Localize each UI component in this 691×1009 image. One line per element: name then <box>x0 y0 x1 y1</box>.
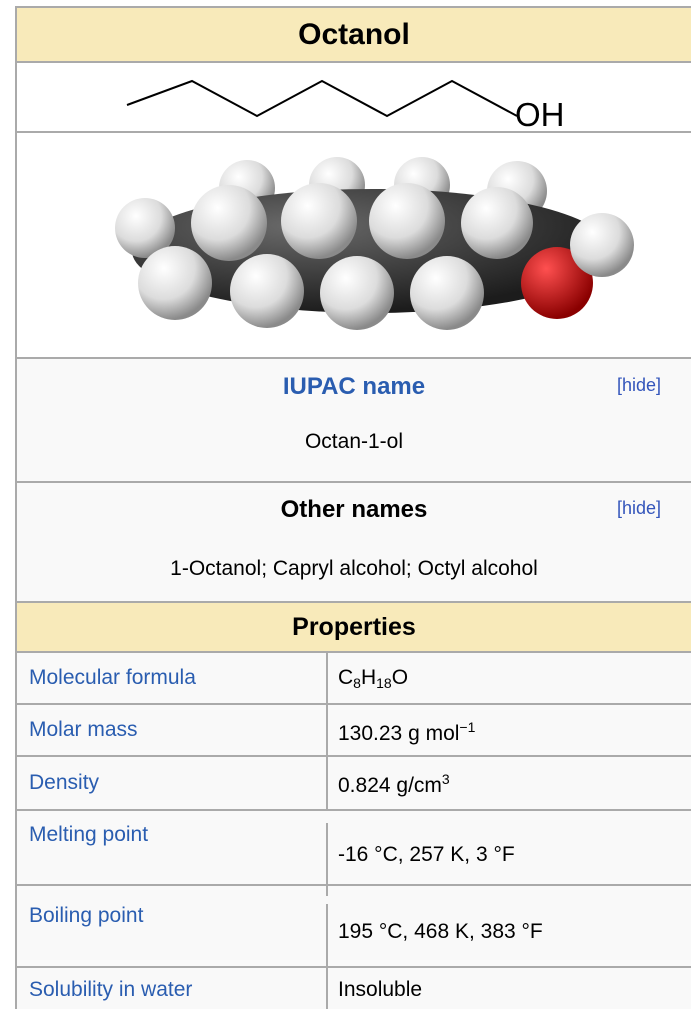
solubility-label[interactable]: Solubility in water <box>17 978 328 1009</box>
property-row-solubility: Solubility in water Insoluble <box>17 968 691 1009</box>
compound-title: Octanol <box>298 18 410 51</box>
compound-title-row: Octanol <box>17 8 691 63</box>
carbon-chain-bonds <box>126 79 518 118</box>
property-row-melting-point: Melting point -16 °C, 257 K, 3 °F <box>17 811 691 896</box>
density-label[interactable]: Density <box>17 757 328 809</box>
iupac-hide-toggle[interactable]: [hide] <box>616 375 661 395</box>
space-filling-model-row <box>17 133 691 359</box>
skeletal-formula-row: OH <box>17 63 691 133</box>
hydroxyl-label: OH <box>515 96 565 131</box>
molecular-formula-label[interactable]: Molecular formula <box>17 653 328 703</box>
property-row-density: Density 0.824 g/cm3 <box>17 757 691 811</box>
density-value: 0.824 g/cm3 <box>338 771 450 797</box>
properties-heading: Properties <box>292 613 416 641</box>
molar-mass-label[interactable]: Molar mass <box>17 705 328 755</box>
iupac-name-heading[interactable]: IUPAC name <box>282 373 426 400</box>
space-filling-model-image <box>115 157 634 330</box>
melting-point-value: -16 °C, 257 K, 3 °F <box>338 843 515 866</box>
properties-header-row: Properties <box>17 603 691 653</box>
boiling-point-label[interactable]: Boiling point <box>17 904 328 984</box>
other-names-value: 1-Octanol; Capryl alcohol; Octyl alcohol <box>170 557 538 580</box>
iupac-name-value: Octan-1-ol <box>304 430 404 453</box>
boiling-point-value: 195 °C, 468 K, 383 °F <box>338 920 543 943</box>
property-row-molecular-formula: Molecular formula C8H18O <box>17 653 691 705</box>
molecule-atoms <box>115 157 634 330</box>
other-names-hide-toggle[interactable]: [hide] <box>616 498 661 518</box>
molecular-formula-value: C8H18O <box>338 666 409 691</box>
skeletal-formula-image: OH <box>126 79 565 133</box>
melting-point-label[interactable]: Melting point <box>17 823 328 896</box>
solubility-value: Insoluble <box>338 978 423 1001</box>
other-names-heading: Other names <box>280 496 428 523</box>
property-row-boiling-point: Boiling point 195 °C, 468 K, 383 °F <box>17 886 691 984</box>
chembox-infobox: Octanol OH <box>15 6 691 1009</box>
iupac-name-section: IUPAC name [hide] Octan-1-ol <box>17 359 691 483</box>
molar-mass-value: 130.23 g mol−1 <box>338 719 476 745</box>
other-names-section: Other names [hide] 1-Octanol; Capryl alc… <box>17 483 691 603</box>
property-row-molar-mass: Molar mass 130.23 g mol−1 <box>17 705 691 757</box>
